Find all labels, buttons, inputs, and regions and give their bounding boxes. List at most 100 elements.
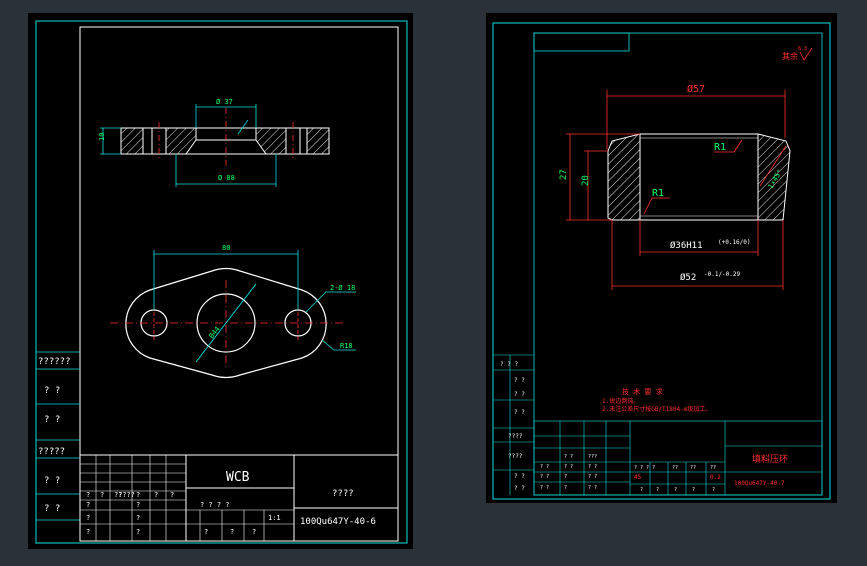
tb-mark: ? <box>656 487 659 493</box>
left-sheet-paper <box>28 13 413 549</box>
side-label-5: ? ? <box>44 476 60 486</box>
side-label-3: ? ? <box>44 415 60 425</box>
tb-mark: ? <box>564 474 567 480</box>
left-side-labels <box>36 351 80 521</box>
right-sheet[interactable]: ? ? ? ? ? ? ? ? ? ???? ???? ? ? ? ? 其余 6… <box>486 13 837 503</box>
tb-mark: ?? <box>690 465 696 471</box>
tb-mark: ? <box>640 487 643 493</box>
right-title-block[interactable]: 填料压环 100Qu647Y-40-7 45 0.2 ? ? ? ? ? ? ?… <box>533 420 823 496</box>
right-part-name: 填料压环 <box>752 453 788 465</box>
side-label-6: ? ? <box>44 504 60 514</box>
side-label-2: ? ? <box>44 386 60 396</box>
tb-mark: ? <box>252 528 256 536</box>
dim-inner-text: Ø 37 <box>216 98 233 106</box>
dim-d57-text: Ø57 <box>687 83 705 95</box>
left-title-block[interactable]: WCB ???? 100Qu647Y-40-6 1:1 ? ? ?? ? ? ?… <box>79 454 399 542</box>
dim-outer-diameter[interactable] <box>175 154 277 187</box>
tb-mark: ? ? <box>564 454 573 460</box>
material-mark-2: 0.2 <box>710 474 721 481</box>
material-mark-1: 45 <box>634 474 642 481</box>
tech-line-2: 2.未注公差尺寸按GB/T1804-m级加工。 <box>602 405 711 413</box>
tb-mark: ? <box>230 528 234 536</box>
right-side-label-7: ? ? <box>514 473 525 480</box>
tb-mark: ? <box>674 487 677 493</box>
dim-center-distance[interactable] <box>153 250 299 310</box>
tb-mark: ? ? <box>540 485 549 491</box>
right-drawing-number: 100Qu647Y-40-7 <box>734 480 785 487</box>
dim-thickness[interactable] <box>100 127 121 155</box>
tb-mark: ? <box>136 528 140 536</box>
dim-outer-tol: -0.1/-0.29 <box>704 271 741 278</box>
left-title-grid <box>80 455 265 541</box>
roughness-icon <box>799 47 813 61</box>
dim-center-distance-text: 80 <box>222 244 230 252</box>
tb-mark: ? <box>86 501 90 509</box>
dim-diameter-leader <box>195 283 257 363</box>
tb-mark: ? ? <box>588 474 597 480</box>
dim-inner-diameter[interactable] <box>195 104 257 128</box>
dim-outer-text: Ø 88 <box>218 174 235 182</box>
tb-mark: ? <box>204 528 208 536</box>
left-top-section-view[interactable]: Ø 37 Ø 88 10 <box>98 98 330 187</box>
technical-requirements: 技 术 要 求 1.锐边倒钝。 2.未注公差尺寸按GB/T1804-m级加工。 <box>602 387 711 413</box>
dim-thickness-text: 10 <box>98 133 106 141</box>
chamfer-leader-right <box>759 145 787 187</box>
dim-radius-text: R18 <box>340 342 353 350</box>
radius-callout-leader <box>321 339 356 351</box>
dim-heights[interactable] <box>566 133 640 221</box>
dim-bore-tol: (+0.16/0) <box>718 239 751 246</box>
ring-right-wall <box>757 133 791 221</box>
tb-mark: ? ? <box>540 474 549 480</box>
tb-mark: ? <box>136 491 140 499</box>
right-sheet-border <box>492 22 831 500</box>
tb-mark: ??? <box>588 454 597 460</box>
dim-outer-text: Ø52 <box>680 272 696 283</box>
tb-mark: ? <box>86 491 90 499</box>
section-right-flange <box>306 127 330 155</box>
left-sheet[interactable]: ?????? ? ? ? ? ????? ? ? ? ? <box>28 13 413 549</box>
hole-callout-leader <box>305 291 356 313</box>
left-sheet-border <box>35 20 408 544</box>
roughness-value: 6.3 <box>798 46 807 52</box>
tb-mark: ? ? <box>540 464 549 470</box>
right-side-label-2: ? ? <box>514 377 525 384</box>
title-placeholder: ???? <box>332 489 354 499</box>
tb-mark: ? ? ? ? <box>634 465 655 471</box>
tb-mark: ?? <box>672 465 678 471</box>
tb-mark: ? <box>564 485 567 491</box>
tb-mark: ? <box>86 528 90 536</box>
tb-mark: ? <box>136 514 140 522</box>
dim-d57[interactable] <box>606 90 786 150</box>
right-side-label-6: ???? <box>508 453 523 460</box>
tb-mark: ? <box>100 491 104 499</box>
tb-mark: ? ? <box>564 464 573 470</box>
tb-mark: ? ? <box>588 464 597 470</box>
right-side-label-4: ? ? <box>514 409 525 416</box>
tb-mark: ? <box>136 501 140 509</box>
drawing-number: 100Qu647Y-40-6 <box>300 517 376 527</box>
right-side-label-1: ? ? ? <box>500 361 518 368</box>
tb-mark: ? <box>170 491 174 499</box>
dim-h20-text: 20 <box>581 175 591 186</box>
right-title-grid <box>533 420 823 496</box>
ring-left-wall <box>607 133 641 221</box>
tb-mark: ?? <box>114 491 122 499</box>
packing-ring-section[interactable]: Ø57 27 20 R1 R1 1×45° <box>559 83 791 290</box>
dim-outer-52[interactable] <box>611 220 784 290</box>
material-label: WCB <box>226 470 250 485</box>
right-top-label-box <box>533 32 630 52</box>
tb-mark: ? <box>692 487 695 493</box>
tech-line-1: 1.锐边倒钝。 <box>602 397 639 405</box>
tb-mark: ? <box>154 491 158 499</box>
r1-bottom-leader <box>643 197 670 215</box>
tb-mark: ???? <box>118 491 135 499</box>
tb-mark: ? <box>712 487 715 493</box>
section-left-flange <box>120 127 144 155</box>
dim-bore-text: Ø36H11 <box>670 240 703 251</box>
dim-r1-top: R1 <box>714 142 726 153</box>
dim-bore[interactable] <box>639 220 759 256</box>
dim-holes-text: 2-Ø 18 <box>330 284 355 292</box>
tb-mark: ?? <box>710 465 716 471</box>
